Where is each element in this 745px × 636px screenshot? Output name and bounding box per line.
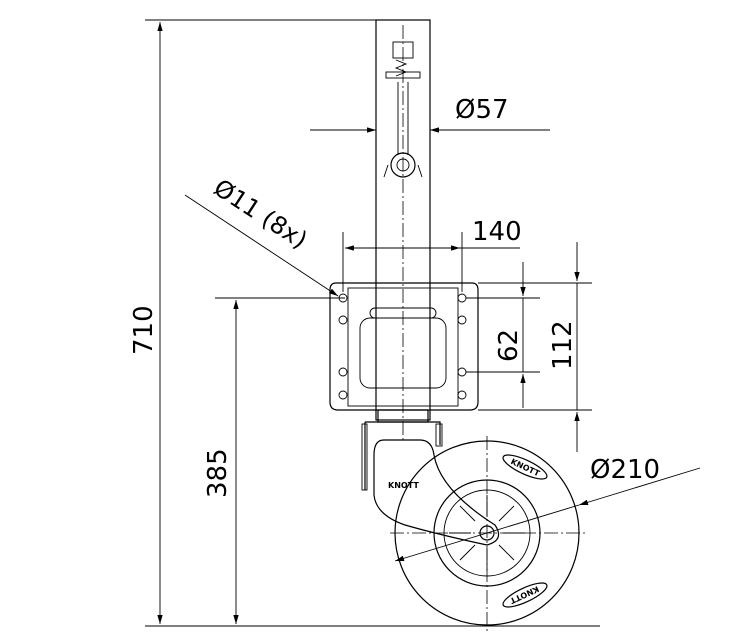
dimension-wheel-diameter: Ø210 [394,455,701,562]
svg-text:Ø210: Ø210 [590,455,660,485]
dimension-plate-width: 140 [342,217,522,292]
dimension-overall-height: 710 [129,22,163,624]
dimension-plate-height: 112 [478,242,592,452]
svg-text:Ø11 (8x): Ø11 (8x) [209,174,313,255]
wheel-fork-housing: KNOTT [361,409,500,546]
svg-text:710: 710 [129,305,159,355]
svg-text:62: 62 [494,329,524,362]
wheel: KNOTT KNOTT [390,436,585,632]
wheel-logo-top: KNOTT [502,454,548,480]
svg-text:Ø57: Ø57 [455,95,509,125]
svg-text:140: 140 [472,217,522,247]
bolt-holes [338,293,467,400]
housing-brand-label: KNOTT [388,481,419,490]
svg-text:112: 112 [548,320,578,370]
reference-lines [145,19,600,627]
dimension-hole-spacing: 62 [466,262,540,408]
dimension-mount-height: 385 [203,300,239,624]
mounting-plate [329,282,479,411]
svg-text:385: 385 [203,448,233,498]
support-tube [375,19,431,440]
dimension-hole-diameter: Ø11 (8x) [184,174,339,297]
dimension-tube-diameter: Ø57 [310,95,550,133]
